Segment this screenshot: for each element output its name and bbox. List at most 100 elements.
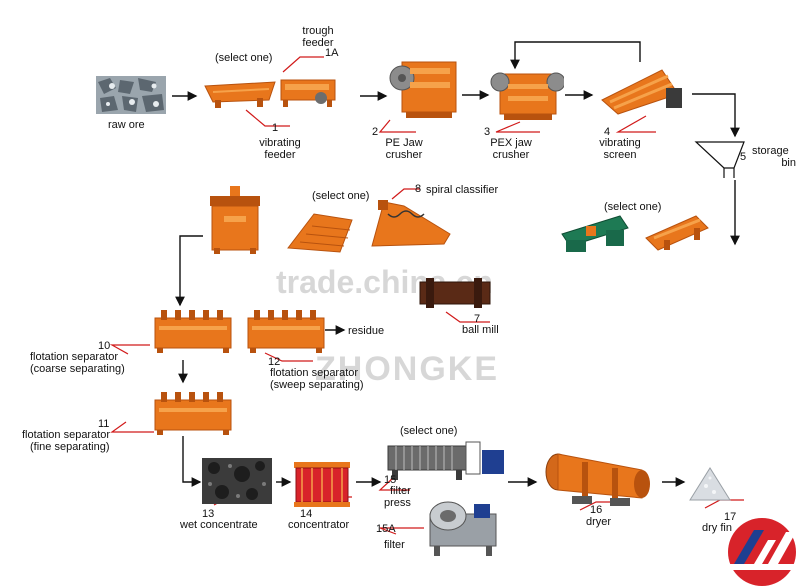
label-select-one-filter: (select one): [400, 425, 458, 437]
pex-jaw-line2: crusher: [492, 149, 530, 161]
feeder-option-a-icon: [561, 215, 629, 252]
callout-1a: [282, 56, 324, 73]
flotation-sweep-icon: [247, 310, 325, 353]
filter-press-line1: filter: [390, 485, 411, 497]
arrow-screen-to-bin: [692, 93, 740, 138]
callout-2: [378, 119, 416, 133]
label-filter-press: filter press: [384, 485, 411, 509]
flotation-fine-icon: [154, 392, 232, 435]
callout-15: [378, 477, 410, 491]
flotation-fine-line1: flotation separator: [22, 429, 111, 441]
vibrating-feeder-line2: feeder: [264, 149, 296, 161]
label-ball-mill: ball mill: [462, 324, 499, 336]
rotary-dryer-icon: [545, 453, 650, 506]
number-5: 5: [740, 151, 747, 163]
number-12: 12: [268, 356, 281, 368]
number-13: 13: [202, 508, 215, 520]
number-14: 14: [300, 508, 313, 520]
flotation-coarse-icon: [154, 310, 232, 353]
callout-8: [391, 188, 420, 200]
pex-jaw-line1: PEX jaw: [490, 137, 532, 149]
callout-3: [495, 121, 540, 133]
pe-jaw-crusher-icon: [389, 61, 457, 118]
company-logo-icon: [728, 518, 796, 586]
pe-jaw-line2: crusher: [385, 149, 423, 161]
callout-7: [445, 311, 490, 323]
vibrating-feeder-icon: [204, 81, 276, 108]
label-vibrating-screen: vibrating screen: [592, 137, 648, 161]
number-17: 17: [724, 511, 737, 523]
vacuum-filter-icon: [429, 501, 497, 556]
spiral-classifier-icon: [371, 200, 451, 247]
number-16: 16: [590, 504, 603, 516]
label-select-one-classifier: (select one): [312, 190, 370, 202]
label-wet-concentrate: wet concentrate: [180, 519, 258, 531]
number-15: 15: [384, 474, 397, 486]
trough-feeder-line2: feeder: [302, 37, 334, 49]
label-flotation-fine: flotation separator (fine separating): [22, 429, 110, 453]
callout-4: [615, 115, 656, 133]
number-7: 7: [474, 313, 481, 325]
callout-12: [264, 352, 313, 362]
vibrating-screen-line1: vibrating: [599, 137, 641, 149]
arrow-fine-to-concentrate: [182, 436, 202, 487]
number-15a: 15A: [376, 523, 396, 535]
dry-fine-pile-icon: [689, 467, 731, 501]
label-filter: filter: [384, 539, 405, 551]
label-spiral-classifier: spiral classifier: [426, 184, 499, 196]
pe-jaw-line1: PE Jaw: [385, 137, 423, 149]
flotation-fine-line2: (fine separating): [30, 441, 110, 453]
feeder-option-b-icon: [645, 215, 709, 251]
watermark-brand: ZHONGKE: [315, 350, 499, 388]
label-vibrating-feeder: vibrating feeder: [252, 137, 308, 161]
number-11: 11: [98, 418, 110, 430]
number-4: 4: [604, 126, 611, 138]
number-3: 3: [484, 126, 491, 138]
number-1a: 1A: [325, 47, 339, 59]
label-flotation-coarse: flotation separator (coarse separating): [30, 351, 125, 375]
concentrator-icon: [294, 462, 350, 507]
number-1: 1: [272, 122, 279, 134]
wet-concentrate-icon: [202, 458, 272, 504]
trough-feeder-line1: trough: [302, 25, 334, 37]
label-select-one-feeder: (select one): [215, 52, 273, 64]
storage-bin-icon: [694, 141, 745, 178]
callout-1: [245, 109, 290, 127]
arrow-screen-return: [510, 41, 641, 70]
number-2: 2: [372, 126, 379, 138]
filter-press-line2: press: [384, 497, 411, 509]
storage-bin-line1: storage: [752, 145, 789, 157]
number-10: 10: [98, 340, 111, 352]
callout-11: [110, 421, 154, 433]
label-select-one-right: (select one): [604, 201, 662, 213]
vibrating-screen-icon: [601, 69, 682, 115]
flotation-coarse-line1: flotation separator: [30, 351, 119, 363]
label-raw-ore: raw ore: [108, 119, 145, 131]
label-pe-jaw-crusher: PE Jaw crusher: [378, 137, 430, 161]
label-concentrator: concentrator: [288, 519, 350, 531]
label-flotation-sweep: flotation separator (sweep separating): [270, 367, 364, 391]
storage-bin-line2: bin: [781, 157, 796, 169]
filter-press-icon: [387, 441, 504, 480]
trough-feeder-icon: [280, 79, 336, 107]
label-dry-fine: dry fin: [702, 522, 732, 534]
vibrating-feeder-line1: vibrating: [259, 137, 301, 149]
flotation-tank-icon: [210, 186, 260, 254]
arrow-classifier-to-flotation: [175, 235, 203, 307]
label-trough-feeder: trough feeder: [296, 25, 340, 49]
ore-pile-icon: [96, 76, 166, 114]
flotation-sweep-line1: flotation separator: [270, 367, 359, 379]
high-weir-classifier-icon: [287, 213, 353, 253]
callout-15a: [379, 527, 424, 535]
number-8: 8: [415, 183, 422, 195]
flotation-sweep-line2: (sweep separating): [270, 379, 364, 391]
ball-mill-icon: [419, 278, 491, 308]
label-dryer: dryer: [586, 516, 612, 528]
callout-10: [109, 344, 150, 355]
label-storage-bin: storage bin: [752, 145, 796, 169]
label-residue: residue: [348, 325, 385, 337]
label-pex-jaw-crusher: PEX jaw crusher: [484, 137, 538, 161]
vibrating-screen-line2: screen: [603, 149, 637, 161]
flotation-coarse-line2: (coarse separating): [30, 363, 125, 375]
